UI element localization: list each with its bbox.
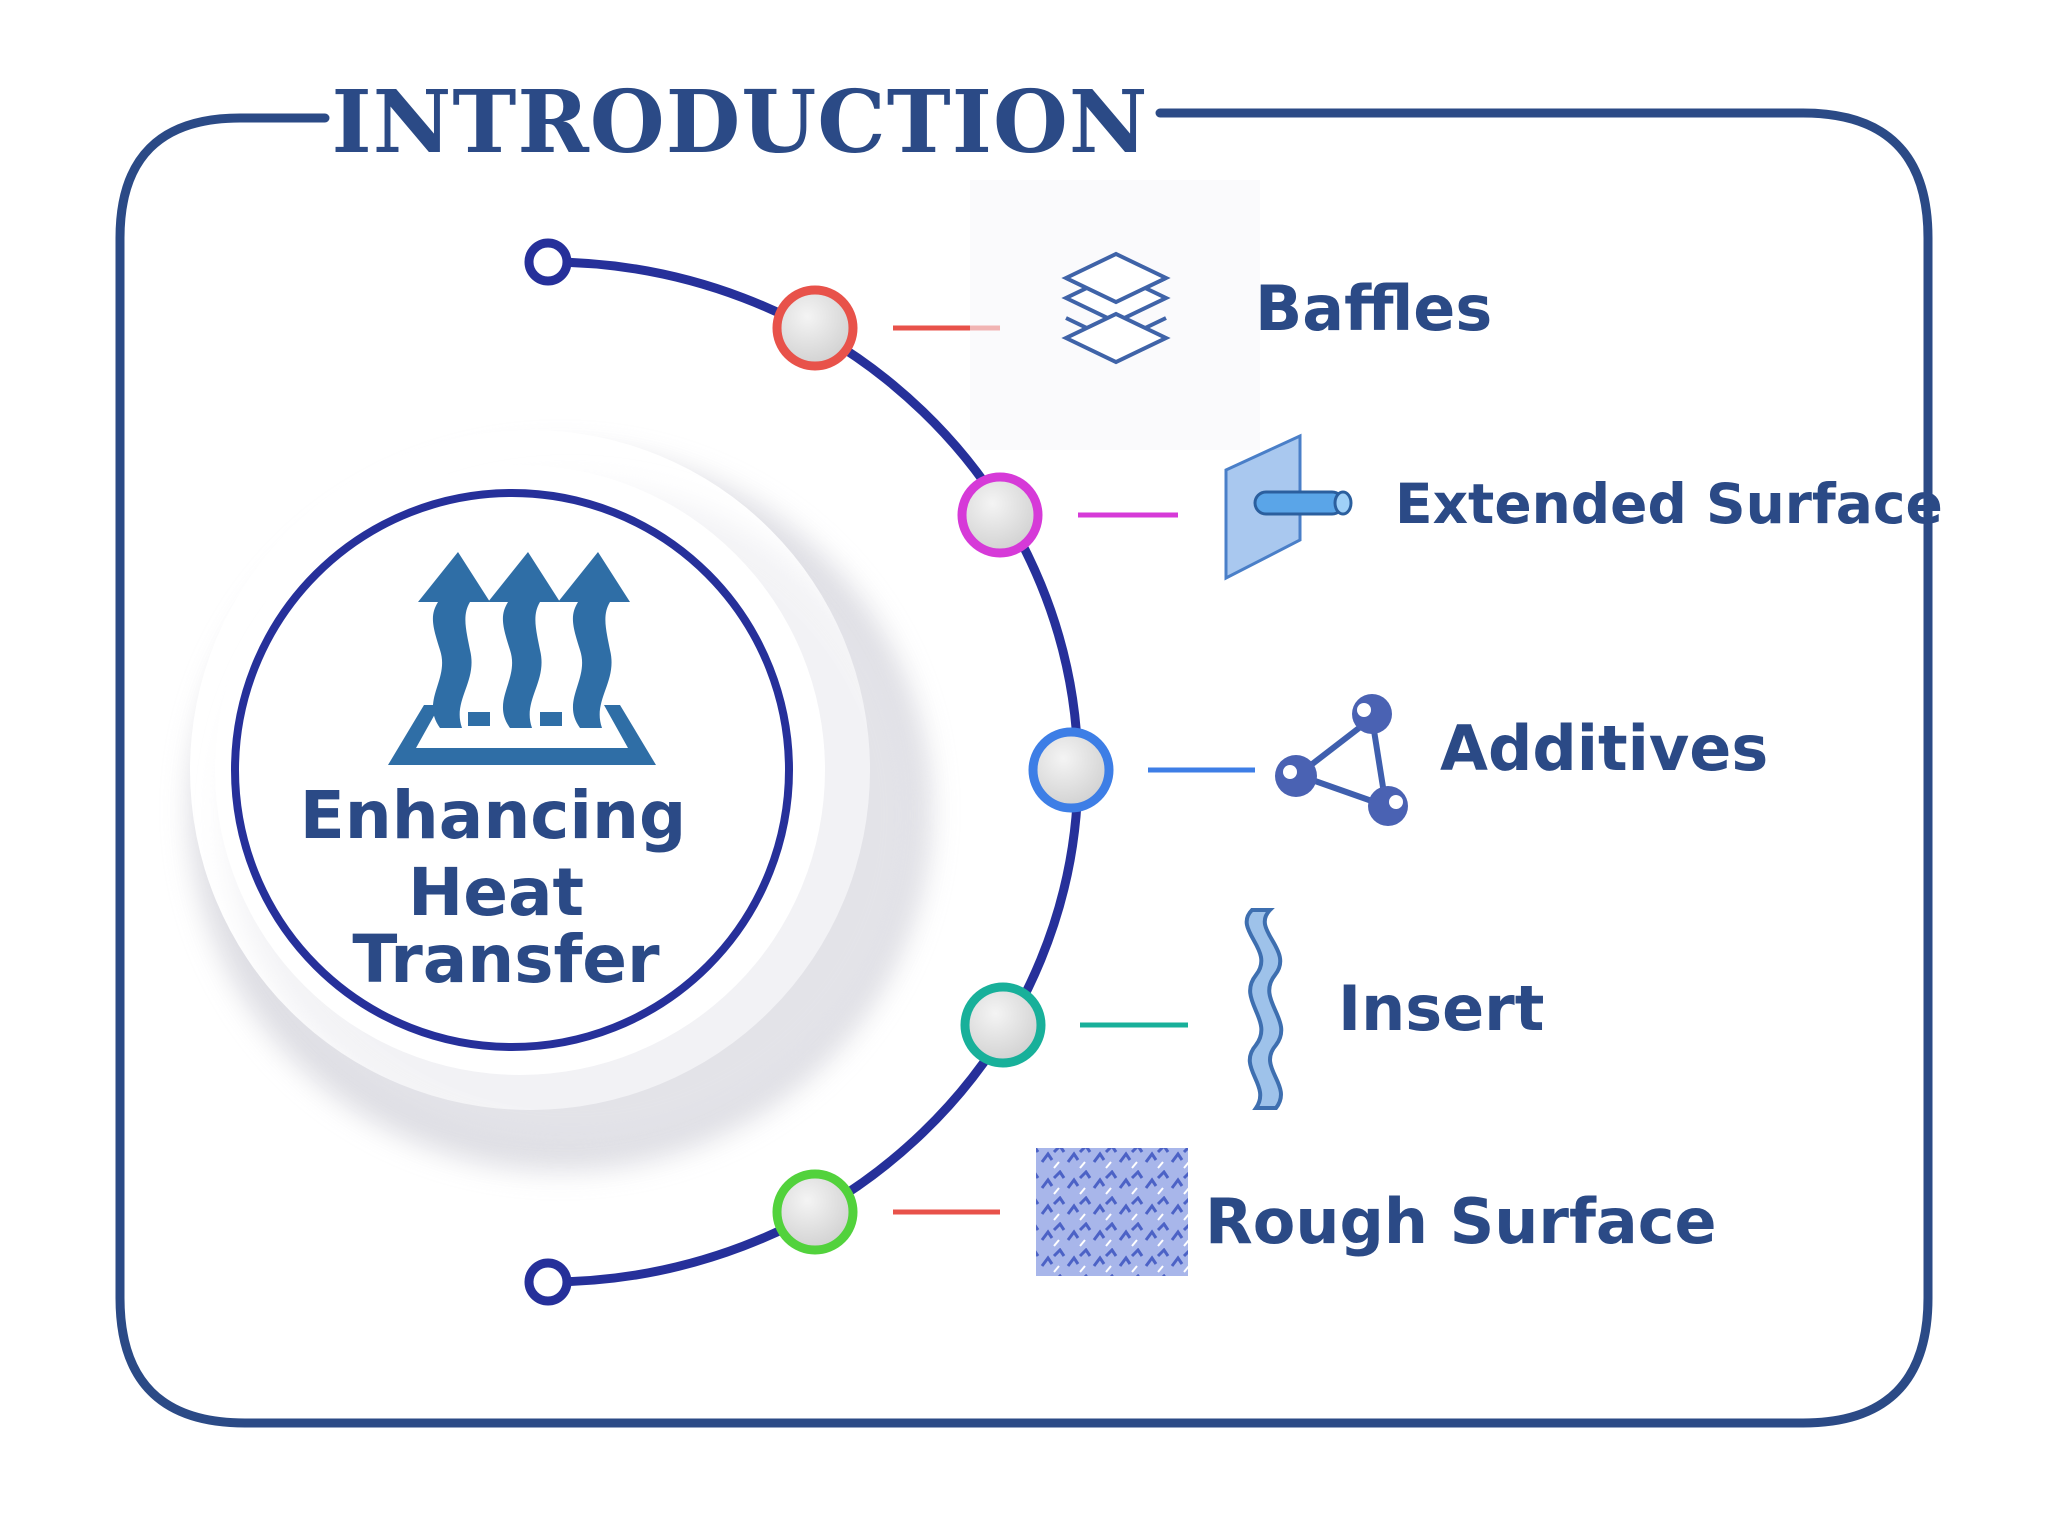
center-label-line-3: Transfer [352,921,660,998]
node-rough-surface [772,1169,858,1255]
item-baffles: Baffles [772,180,1492,450]
arc-end-cap [524,1258,572,1306]
node-additives [1028,727,1114,813]
node-insert [960,982,1046,1068]
heat-rising-arrows-icon [388,552,656,765]
item-label-insert: Insert [1338,972,1544,1045]
stacked-layers-icon [1061,251,1171,365]
item-label-baffles: Baffles [1255,272,1492,345]
item-label-extended-surface: Extended Surface [1395,472,1943,536]
frame-border [115,108,1933,1428]
item-additives: Additives [1028,694,1768,826]
item-rough-surface: Rough Surface [772,1148,1717,1276]
plate-with-fin-icon [1224,433,1353,581]
center-label-line-1: Enhancing [300,777,687,854]
item-label-additives: Additives [1440,712,1768,785]
node-baffles [772,285,858,371]
center-circle [231,489,793,1051]
textured-surface-icon [1036,1148,1188,1276]
twisted-tape-icon [1244,908,1284,1110]
page-title: INTRODUCTION [332,72,1149,173]
molecule-triangle-icon [1275,694,1408,826]
arc-start-cap [524,238,572,286]
node-extended-surface [957,472,1043,558]
item-insert: Insert [960,908,1544,1110]
center-label-line-2: Heat [408,854,584,931]
item-label-rough-surface: Rough Surface [1205,1185,1717,1258]
item-extended-surface: Extended Surface [957,433,1943,581]
